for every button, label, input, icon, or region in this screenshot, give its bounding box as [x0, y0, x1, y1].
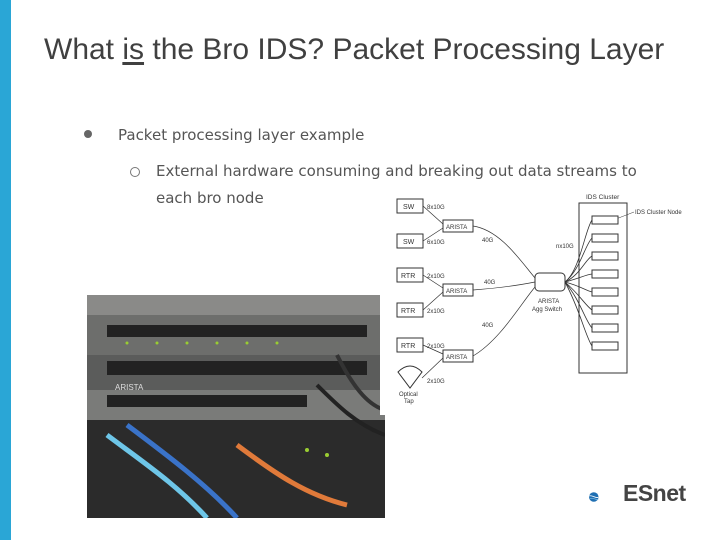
svg-text:40G: 40G — [482, 238, 494, 244]
bullet-level-2: External hardware consuming and breaking… — [130, 158, 660, 212]
bullet-ring-icon — [130, 167, 140, 177]
svg-text:2x10G: 2x10G — [427, 344, 445, 350]
svg-text:RTR: RTR — [401, 273, 415, 280]
svg-text:8x10G: 8x10G — [427, 205, 445, 211]
esnet-logo-text: ESnet — [623, 480, 686, 506]
network-hardware-photo: ARISTA — [87, 295, 385, 518]
accent-bar — [0, 0, 11, 540]
svg-text:IDS Cluster Node: IDS Cluster Node — [635, 210, 682, 216]
svg-text:2x10G: 2x10G — [427, 309, 445, 315]
svg-text:2x10G: 2x10G — [427, 379, 445, 385]
bullet-dot-icon — [84, 130, 92, 138]
svg-text:40G: 40G — [482, 323, 494, 329]
svg-text:40G: 40G — [484, 280, 496, 286]
svg-text:RTR: RTR — [401, 343, 415, 350]
network-diagram: IDS Cluster IDS Cluster Node ARISTA Agg … — [380, 190, 692, 415]
svg-text:IDS Cluster: IDS Cluster — [586, 194, 620, 201]
svg-text:ARISTA: ARISTA — [446, 289, 467, 295]
svg-text:SW: SW — [403, 239, 415, 246]
svg-text:Tap: Tap — [404, 399, 414, 405]
svg-text:SW: SW — [403, 204, 415, 211]
svg-text:ARISTA: ARISTA — [446, 225, 467, 231]
bullet-level-1: Packet processing layer example — [84, 126, 364, 144]
slide-title: What is the Bro IDS? Packet Processing L… — [44, 33, 665, 66]
svg-text:Optical: Optical — [399, 392, 418, 398]
svg-text:ARISTA: ARISTA — [115, 383, 144, 392]
svg-text:6x10G: 6x10G — [427, 240, 445, 246]
svg-text:Agg Switch: Agg Switch — [532, 307, 562, 313]
svg-text:ARISTA: ARISTA — [446, 355, 467, 361]
svg-text:2x10G: 2x10G — [427, 274, 445, 280]
svg-text:ARISTA: ARISTA — [538, 299, 559, 305]
svg-text:nx10G: nx10G — [556, 244, 574, 250]
esnet-globe-icon — [589, 492, 599, 502]
svg-text:RTR: RTR — [401, 308, 415, 315]
